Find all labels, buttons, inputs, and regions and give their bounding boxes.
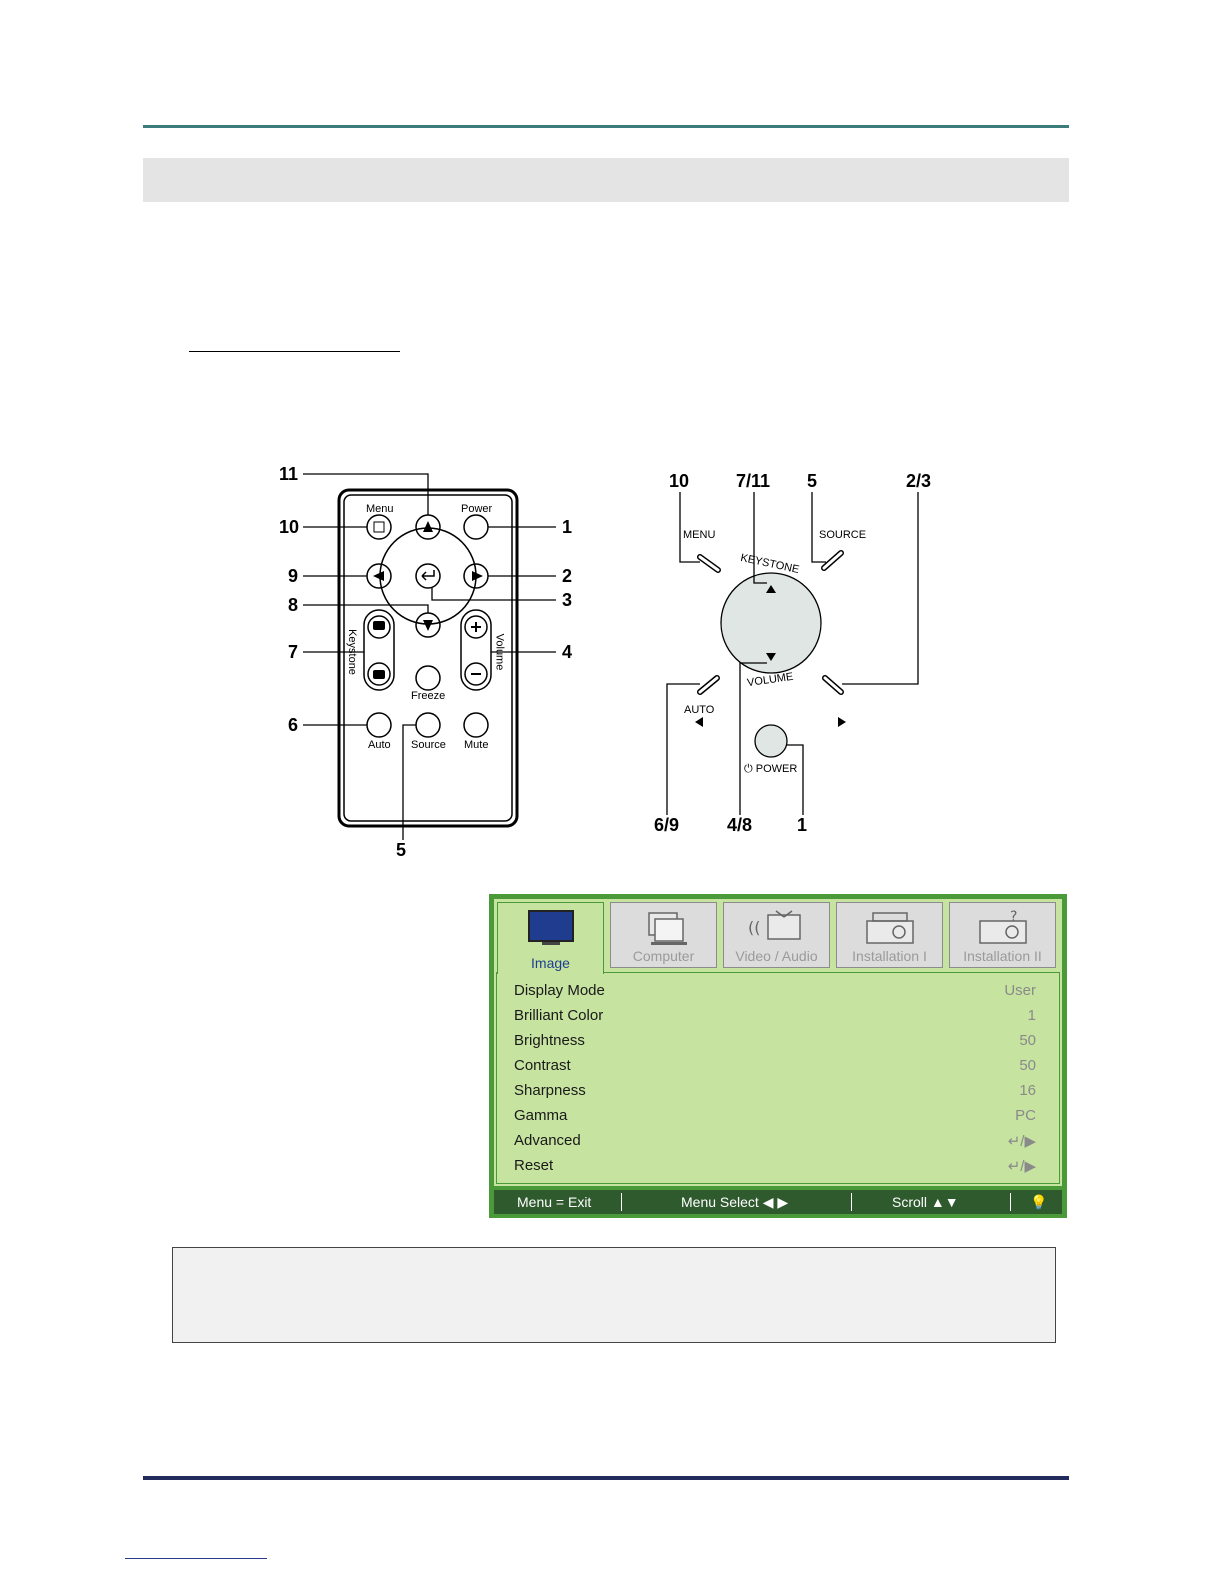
- remote-callout-7: 7: [288, 642, 299, 662]
- menu-row-advanced[interactable]: Advanced ↵/▶: [514, 1132, 1036, 1154]
- power-symbol-icon: ⏻: [744, 763, 756, 775]
- video-audio-icon: ((: [748, 910, 801, 940]
- panel-callout-5: 5: [807, 471, 818, 491]
- tab-label: Video / Audio: [735, 948, 818, 964]
- remote-callout-6: 6: [288, 715, 299, 735]
- remote-callout-5: 5: [396, 840, 407, 860]
- tab-label: Computer: [632, 948, 695, 964]
- remote-control-drawing: [303, 473, 556, 840]
- remote-source-label: Source: [411, 739, 446, 751]
- panel-callout-7-11: 7/11: [736, 471, 771, 491]
- remote-freeze-label: Freeze: [411, 690, 446, 702]
- lightbulb-icon: 💡: [1030, 1194, 1048, 1210]
- osd-content-pane: [496, 972, 1060, 1184]
- remote-callout-9: 9: [288, 566, 299, 586]
- row-value: ↵/▶: [1007, 1158, 1036, 1175]
- remote-callout-11: 11: [279, 464, 299, 484]
- remote-callout-3: 3: [562, 590, 573, 610]
- remote-power-label: Power: [461, 503, 493, 515]
- remote-menu-label: Menu: [366, 503, 394, 515]
- panel-power-label: ⏻ POWER: [744, 763, 797, 776]
- remote-callout-10: 10: [279, 517, 300, 537]
- remote-callout-8: 8: [288, 595, 299, 615]
- menu-row-contrast[interactable]: Contrast 50: [514, 1057, 1036, 1079]
- menu-row-gamma[interactable]: Gamma PC: [514, 1107, 1036, 1129]
- row-label: Display Mode: [514, 982, 605, 999]
- note-box: [172, 1247, 1056, 1343]
- tab-label: Installation I: [852, 948, 927, 964]
- row-label: Brilliant Color: [514, 1007, 604, 1024]
- row-value: 50: [1019, 1057, 1036, 1074]
- row-value: 16: [1019, 1082, 1036, 1099]
- panel-menu-label: MENU: [683, 529, 716, 541]
- panel-callout-1: 1: [797, 815, 808, 835]
- menu-row-brilliant-color[interactable]: Brilliant Color 1: [514, 1007, 1036, 1029]
- panel-callout-10: 10: [669, 471, 690, 491]
- remote-auto-label: Auto: [368, 739, 391, 751]
- menu-row-sharpness[interactable]: Sharpness 16: [514, 1082, 1036, 1104]
- monitor-icon: [528, 910, 574, 945]
- row-label: Advanced: [514, 1132, 581, 1149]
- panel-power-text: POWER: [755, 763, 798, 775]
- tab-computer[interactable]: Computer: [610, 902, 717, 968]
- row-value: PC: [1015, 1107, 1036, 1124]
- tab-video-audio[interactable]: (( Video / Audio: [723, 902, 830, 968]
- menu-row-display-mode[interactable]: Display Mode User: [514, 982, 1036, 1004]
- tab-installation-1[interactable]: Installation I: [836, 902, 943, 968]
- status-divider: [851, 1193, 852, 1211]
- remote-callout-2: 2: [562, 566, 573, 586]
- computer-icon: [648, 912, 687, 945]
- remote-mute-label: Mute: [464, 739, 489, 751]
- row-value: ↵/▶: [1007, 1133, 1036, 1150]
- control-panel-drawing: [666, 492, 919, 815]
- panel-callout-2-3: 2/3: [906, 471, 932, 491]
- remote-volume-label: Volume: [493, 633, 506, 671]
- status-divider: [1010, 1193, 1011, 1211]
- row-label: Gamma: [514, 1107, 568, 1124]
- panel-auto-label: AUTO: [684, 704, 715, 716]
- status-scroll: Scroll ▲▼: [892, 1194, 959, 1210]
- footer-link-underline: [125, 1558, 267, 1559]
- projector-settings-icon: ?: [979, 909, 1027, 944]
- footer-rule: [143, 1476, 1069, 1480]
- svg-text:((: ((: [748, 918, 760, 937]
- tab-image[interactable]: Image: [497, 902, 604, 974]
- tab-label: Installation II: [963, 948, 1042, 964]
- status-exit: Menu = Exit: [517, 1194, 592, 1210]
- panel-callout-4-8: 4/8: [727, 815, 753, 835]
- osd-status-bar: Menu = Exit Menu Select ◀ ▶ Scroll ▲▼ 💡: [494, 1190, 1062, 1214]
- tab-label: Image: [531, 955, 570, 971]
- row-value: 50: [1019, 1032, 1036, 1049]
- status-divider: [621, 1193, 622, 1211]
- remote-callout-1: 1: [562, 517, 573, 537]
- section-title-bar: [143, 158, 1069, 202]
- row-label: Brightness: [514, 1032, 585, 1049]
- row-label: Contrast: [514, 1057, 571, 1074]
- tab-installation-2[interactable]: ? Installation II: [949, 902, 1056, 968]
- panel-callout-6-9: 6/9: [654, 815, 680, 835]
- row-value: 1: [1027, 1007, 1036, 1024]
- menu-row-brightness[interactable]: Brightness 50: [514, 1032, 1036, 1054]
- row-label: Sharpness: [514, 1082, 586, 1099]
- row-value: User: [1004, 982, 1036, 999]
- menu-row-reset[interactable]: Reset ↵/▶: [514, 1157, 1036, 1179]
- row-label: Reset: [514, 1157, 554, 1174]
- panel-source-label: SOURCE: [819, 529, 867, 541]
- projector-icon: [866, 912, 914, 944]
- subheading-underline: [189, 351, 400, 352]
- header-rule: [143, 125, 1069, 128]
- remote-keystone-label: Keystone: [345, 629, 358, 675]
- svg-text:?: ?: [1010, 909, 1017, 925]
- remote-callout-4: 4: [562, 642, 573, 662]
- status-menu-select: Menu Select ◀ ▶: [681, 1194, 789, 1210]
